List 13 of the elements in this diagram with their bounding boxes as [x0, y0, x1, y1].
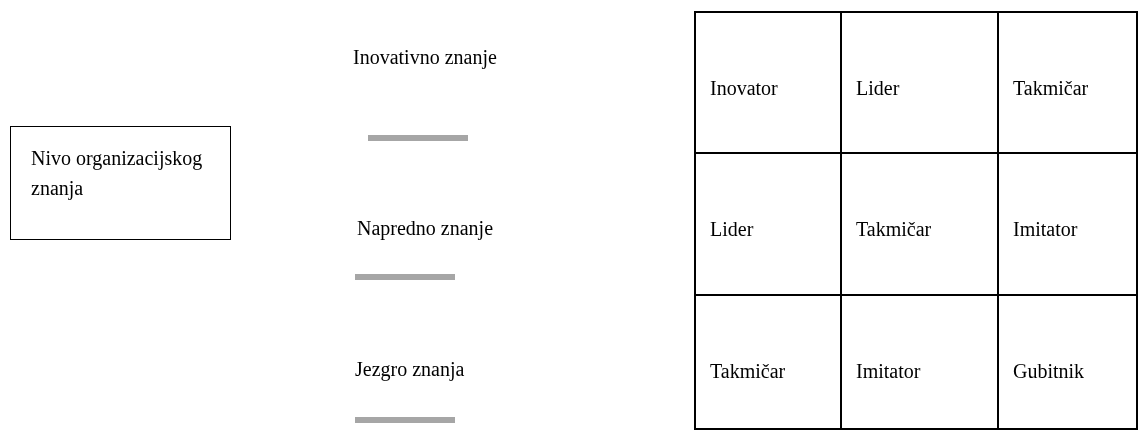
table-cell-text: Lider	[856, 76, 900, 100]
table-cell-text: Imitator	[1013, 217, 1078, 241]
table-cell-text: Takmičar	[856, 217, 932, 241]
table-cell-text: Gubitnik	[1013, 359, 1085, 383]
table-cell-text: Takmičar	[710, 359, 786, 383]
table-cell-text: Inovator	[710, 76, 778, 100]
table-cell-text: Imitator	[856, 359, 921, 383]
level-label: Napredno znanje	[357, 216, 494, 240]
label-box: Nivo organizacijskog znanja	[10, 126, 231, 240]
table-cell-text: Lider	[710, 217, 754, 241]
table-cell-text: Takmičar	[1013, 76, 1089, 100]
level-label: Jezgro znanja	[355, 357, 465, 381]
level-label: Inovativno znanje	[353, 45, 497, 69]
